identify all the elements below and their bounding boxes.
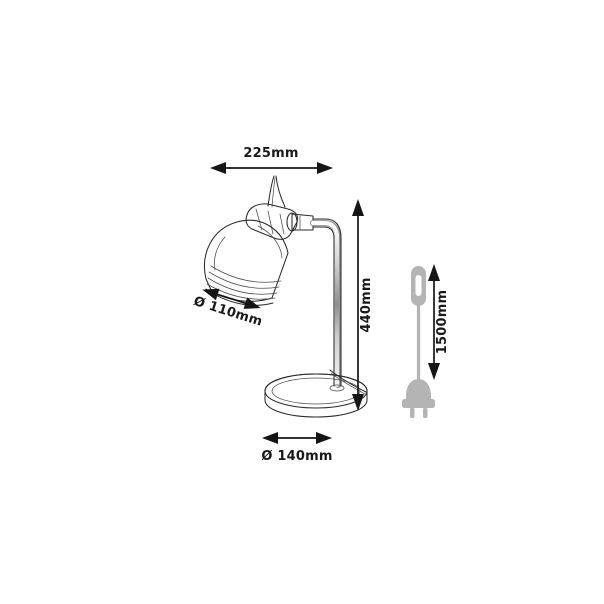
dimension-height: 440mm [352, 199, 374, 411]
dimension-base-diameter: Ø 140mm [261, 432, 332, 464]
dimension-label-140mm: Ø 140mm [261, 449, 332, 464]
arrow-right-140 [316, 432, 332, 444]
shade-joint [245, 203, 314, 240]
power-plug [402, 379, 435, 418]
dimension-label-1500mm: 1500mm [435, 290, 450, 354]
dimension-label-225mm: 225mm [243, 146, 298, 161]
dimension-cord-length: 1500mm [428, 264, 450, 380]
power-cord-illustration [402, 234, 435, 418]
arrow-up-440 [352, 199, 364, 216]
shade-cord [267, 175, 286, 208]
dimension-label-440mm: 440mm [359, 277, 374, 332]
arrow-right-225 [317, 162, 333, 174]
arrow-left-140 [262, 432, 278, 444]
arrow-left-110 [202, 288, 220, 301]
inline-switch [411, 266, 426, 306]
arrow-right-110 [243, 297, 261, 309]
lamp-arm [309, 218, 342, 389]
arrow-down-440 [352, 394, 364, 411]
arrow-down-1500 [428, 363, 440, 380]
arrow-left-225 [210, 162, 226, 174]
dimension-width-top: 225mm [210, 146, 333, 174]
arrow-up-1500 [428, 264, 440, 281]
lamp-base [264, 373, 368, 418]
